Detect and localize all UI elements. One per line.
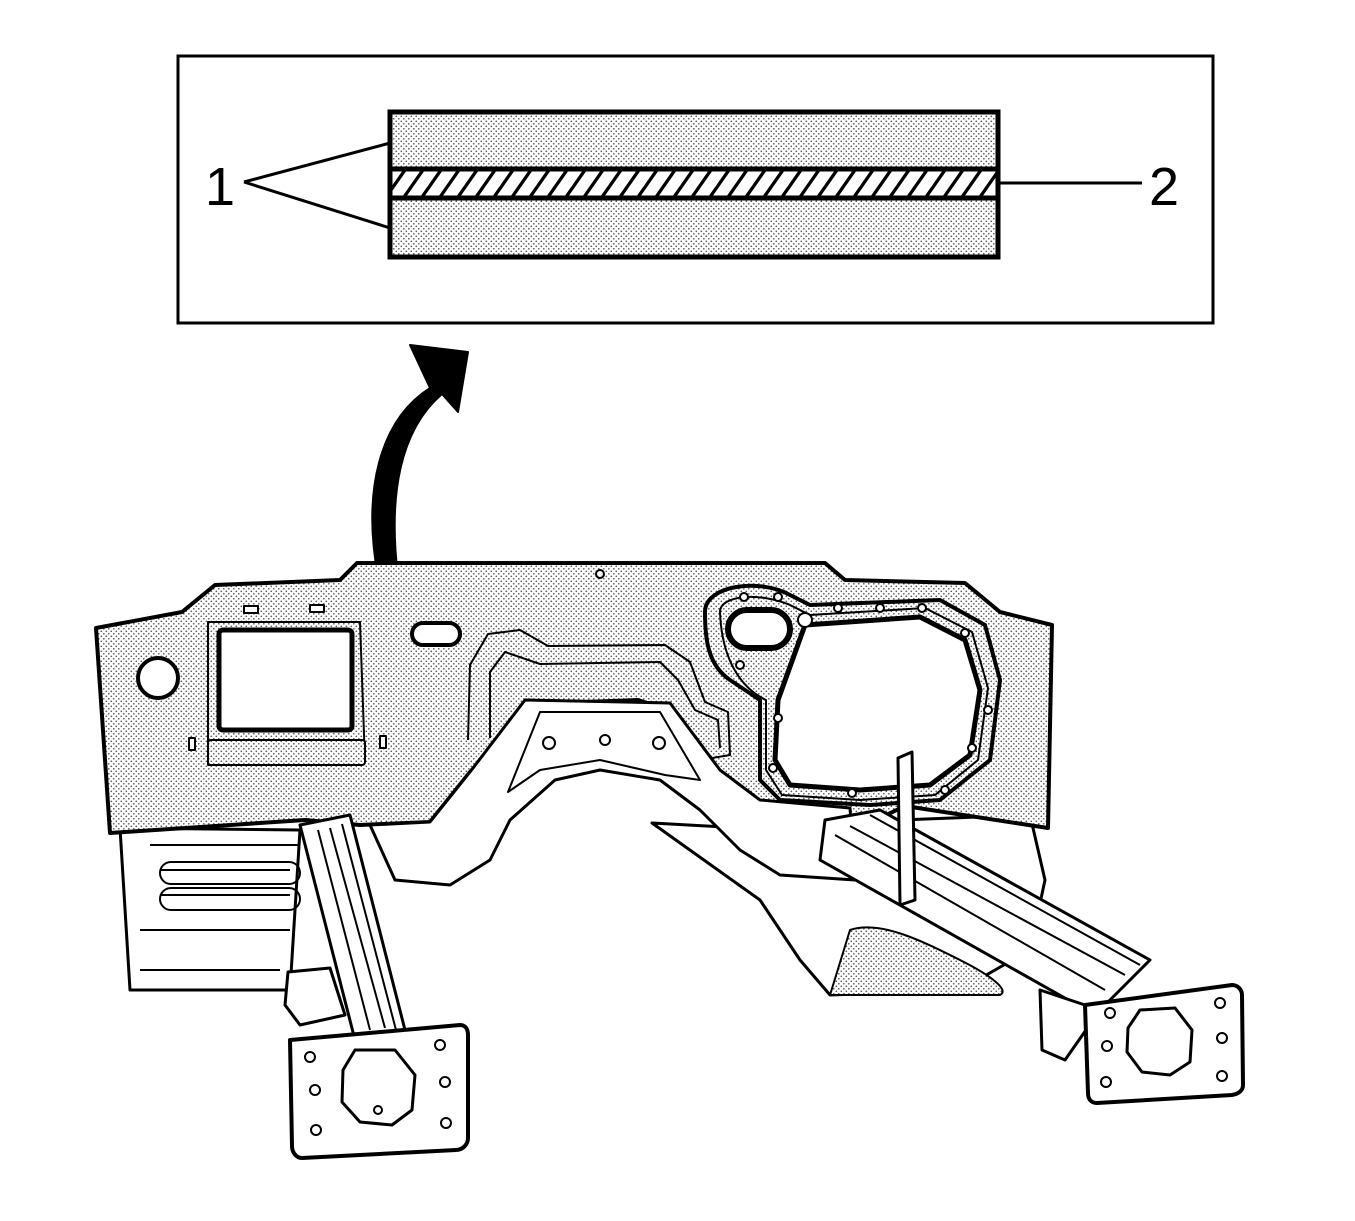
left-rail-bracket [283, 966, 347, 1027]
right-underbody-detail [829, 926, 1004, 996]
right-plate-holes [1100, 997, 1228, 1088]
left-rail-lines [317, 823, 397, 1031]
small-slot-3 [188, 737, 196, 751]
callout-1: 1 [205, 157, 235, 217]
center-crossmember [368, 698, 857, 887]
adhesive-layer [387, 166, 1001, 201]
left-plate-holes [304, 1039, 452, 1136]
small-slot-1 [243, 605, 259, 614]
left-plate-octagon [340, 1048, 417, 1127]
flange-bolt-holes [735, 592, 993, 798]
dash-oval-slot [410, 621, 462, 647]
small-slot-2 [309, 604, 325, 613]
right-plate-octagon [1125, 1006, 1194, 1077]
left-opening [216, 627, 355, 733]
vehicle-front-structure [94, 561, 1245, 1160]
leader-lines [243, 141, 1142, 230]
callout-2: 2 [1149, 157, 1179, 217]
small-hole-top [595, 569, 605, 579]
right-rail-upright [896, 750, 917, 907]
crossmember-inner [507, 711, 701, 793]
left-opening-lip [207, 739, 366, 766]
lower-ribs-left [140, 844, 300, 971]
center-bead-inner [489, 651, 721, 749]
outer-panel-layer-bottom [387, 195, 1001, 260]
right-opening [772, 614, 983, 793]
left-slot-1 [159, 861, 301, 885]
right-upper-oval [725, 607, 793, 651]
small-slot-4 [379, 735, 387, 749]
crossmember-holes [542, 734, 666, 750]
outer-panel-layer-top [387, 109, 1001, 172]
left-slot-2 [159, 887, 301, 911]
curved-arrow-icon [371, 344, 469, 578]
dash-round-opening [136, 656, 180, 700]
detail-inset: 1 2 [176, 54, 1215, 325]
